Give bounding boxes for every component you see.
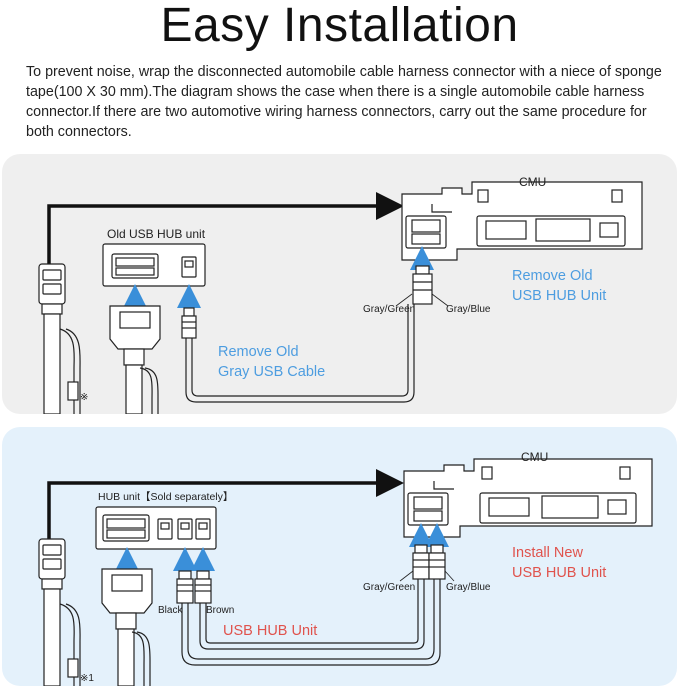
remove-wiring-diagram [38,181,643,414]
vehicle-harness-connector [38,263,81,414]
cmu-unit [401,181,643,261]
note-mark: ※1 [80,673,94,684]
new-usb-hub-unit [95,506,217,550]
page-title: Easy Installation [160,0,519,52]
wire-gray-blue-label: Gray/Blue [446,582,491,593]
cmu-unit [403,458,653,538]
wire-gray-green-label: Gray/Green [363,304,416,315]
install-wiring-diagram [38,458,653,686]
old-hub-unit-label: Old USB HUB unit [107,227,206,241]
cmu-label: CMU [519,175,547,189]
old-gray-usb-cable [181,304,415,403]
cmu-label: CMU [521,450,549,464]
remove-hub-step-label: Remove Old USB HUB Unit [512,268,607,304]
remove-cable-step-label: Remove Old Gray USB Cable [218,344,326,380]
wire-black-label: Black [158,605,183,616]
install-step-panel: CMU HUB unit【Sold separately】 Install Ne… [2,427,677,686]
old-usb-hub-unit [102,243,206,287]
install-hub-step-label: Install New USB HUB Unit [512,545,607,581]
note-mark: ※ [80,392,89,403]
vehicle-harness-connector [38,538,81,686]
new-usb-cable [176,570,441,666]
routing-arrow [47,192,404,264]
wire-gray-blue-label: Gray/Blue [446,304,491,315]
hub-harness-connector [109,305,161,414]
routing-arrow [47,469,404,539]
usb-hub-cable-label: USB HUB Unit [223,623,318,639]
cmu-cable-connectors [412,544,446,580]
instructions-text: To prevent noise, wrap the disconnected … [26,64,662,140]
wire-brown-label: Brown [206,605,235,616]
wire-gray-green-label: Gray/Green [363,582,416,593]
new-hub-unit-label: HUB unit【Sold separately】 [98,491,234,503]
hub-harness-connector [101,568,153,686]
cmu-cable-connector [412,265,433,305]
remove-step-panel: CMU Old USB HUB unit Remove Old USB HUB … [2,154,677,414]
